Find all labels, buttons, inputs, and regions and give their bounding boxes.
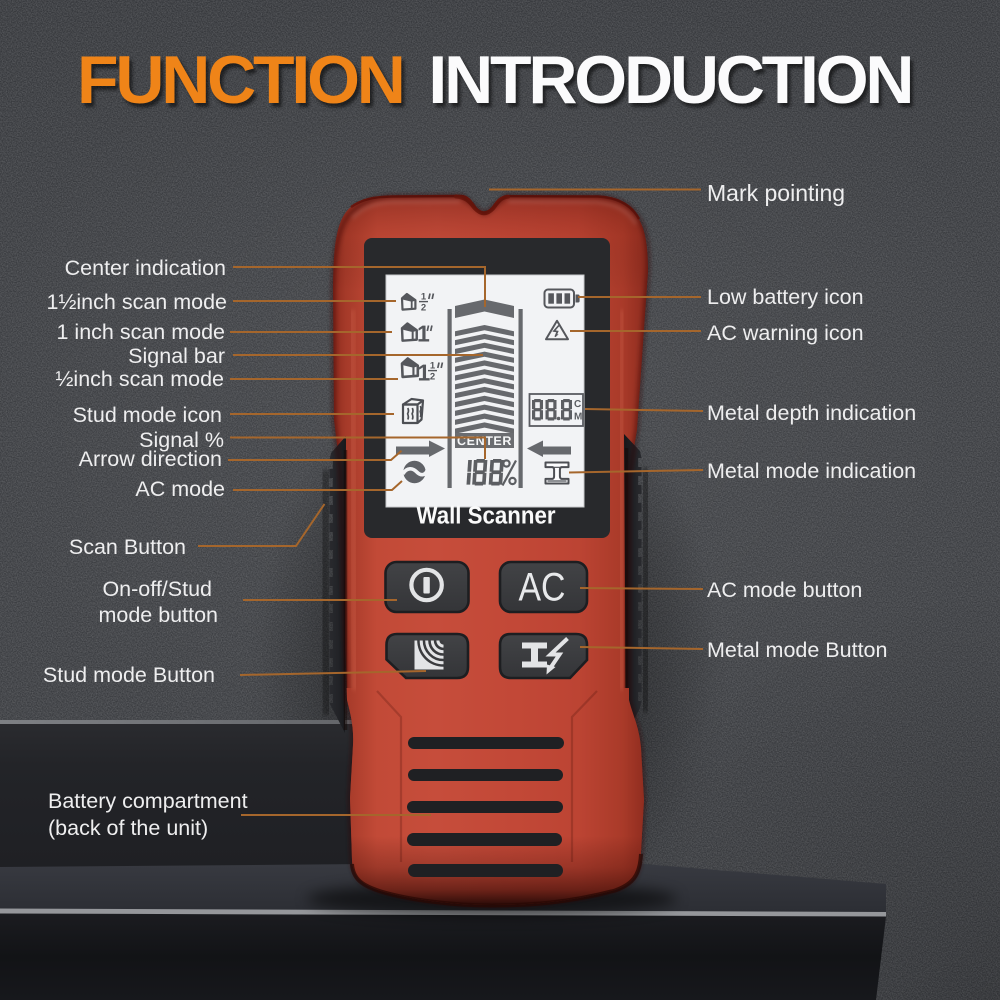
svg-text:1: 1 — [430, 361, 436, 372]
svg-text:AC: AC — [519, 566, 566, 610]
svg-text:1: 1 — [421, 292, 427, 303]
svg-text:1: 1 — [418, 360, 431, 386]
svg-text:2: 2 — [421, 303, 426, 314]
svg-text:C: C — [574, 399, 581, 410]
svg-text:2: 2 — [430, 372, 435, 383]
svg-text:1: 1 — [417, 321, 430, 347]
svg-text:M: M — [574, 412, 582, 423]
svg-text:Wall Scanner: Wall Scanner — [417, 503, 556, 530]
